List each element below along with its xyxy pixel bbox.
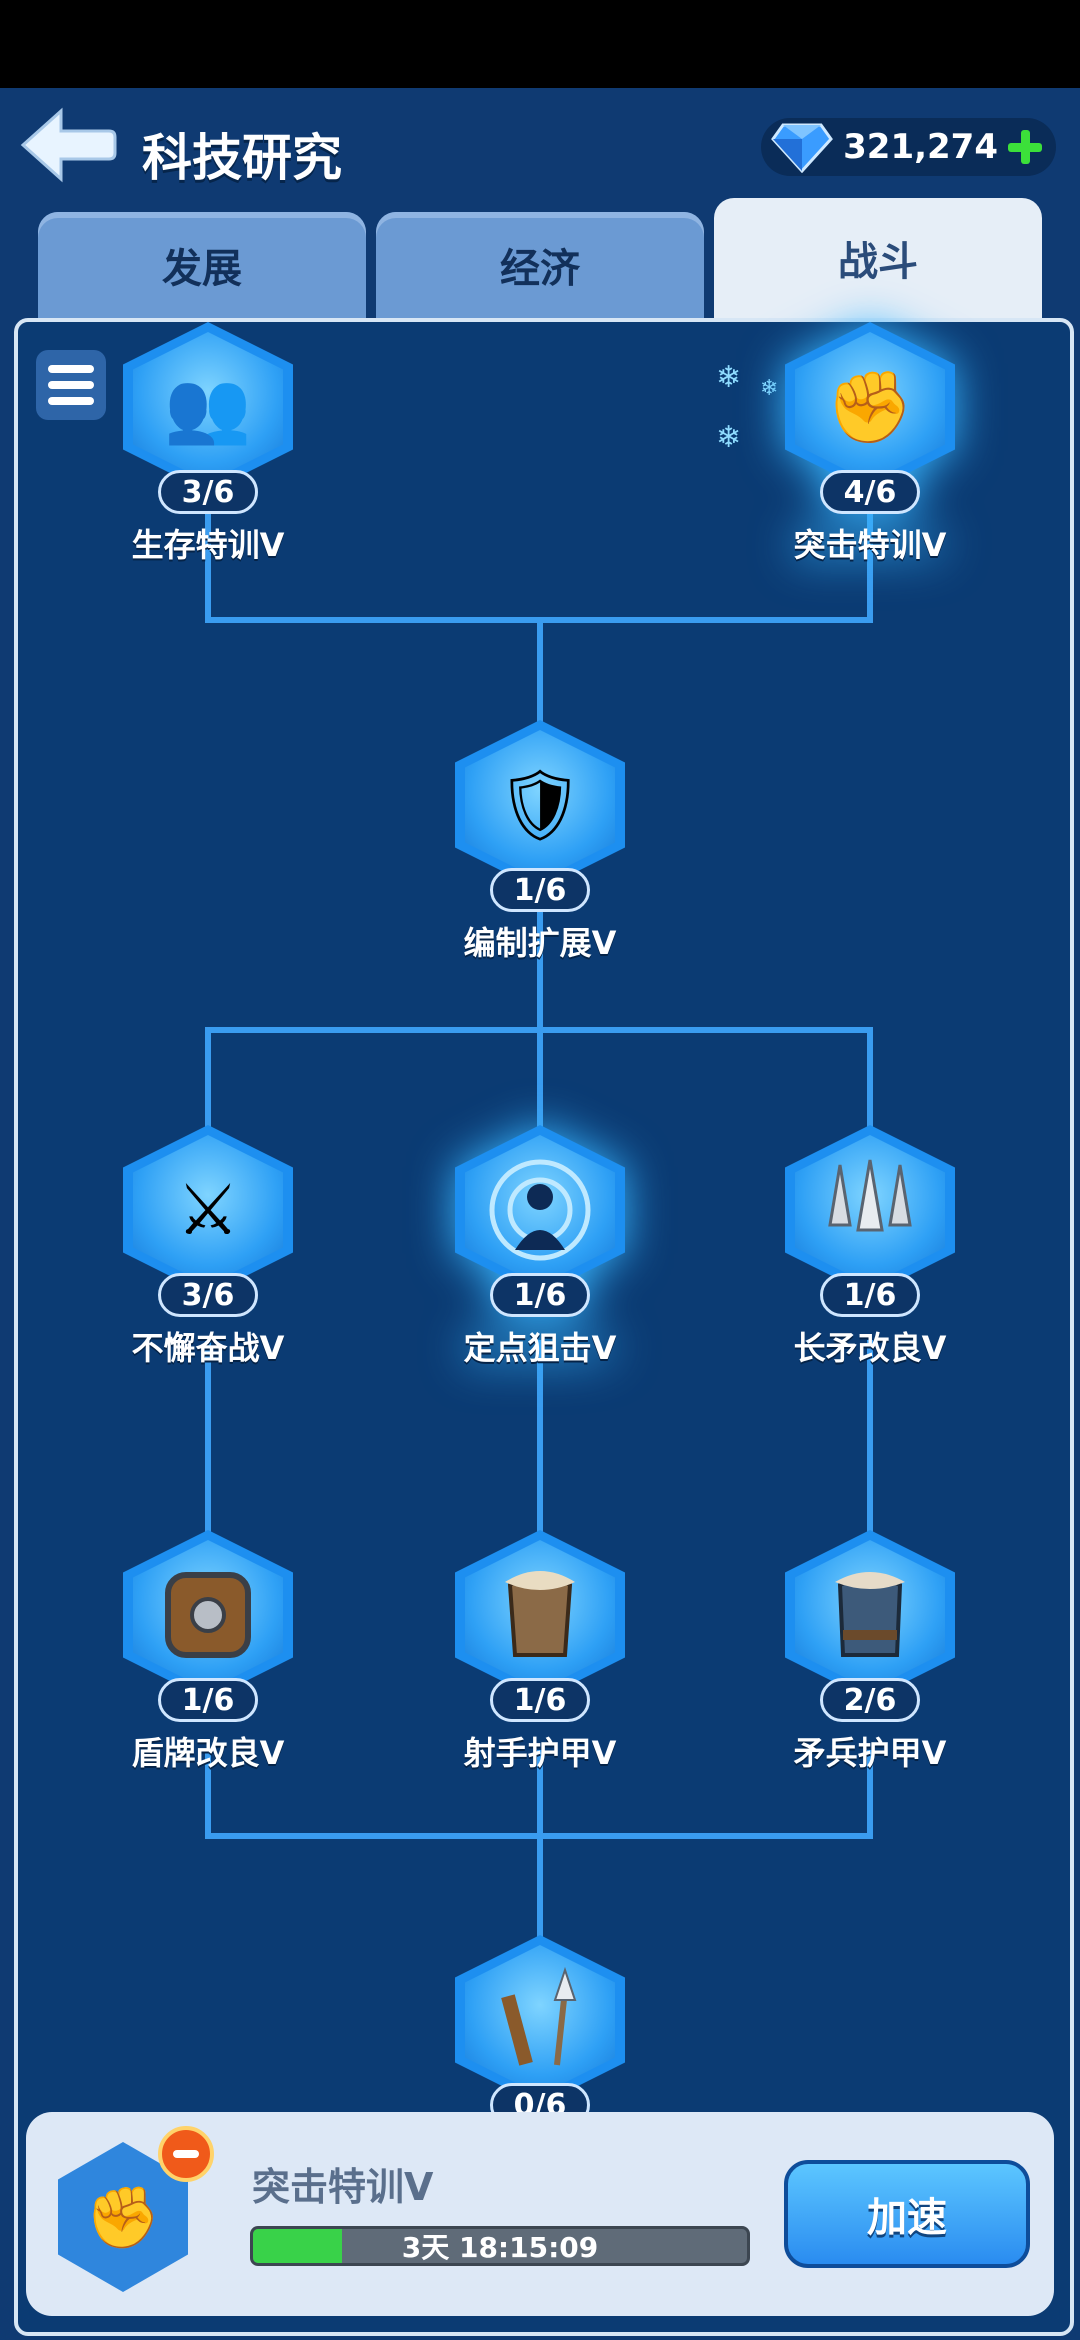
- shield-icon: [133, 1540, 283, 1690]
- node-label: 生存特训V: [131, 526, 285, 564]
- node-progress: 1/6: [490, 868, 590, 912]
- snowflake-icon: ❄: [716, 360, 742, 395]
- node-label: 不懈奋战V: [131, 1329, 285, 1367]
- progress-fill: [253, 2229, 342, 2263]
- tech-node-assault-training[interactable]: ✊ 4/6 突击特训V: [785, 322, 955, 564]
- back-arrow-icon: [20, 107, 117, 183]
- tab-development[interactable]: 发展: [38, 212, 366, 318]
- target-icon: [465, 1135, 615, 1285]
- research-name: 突击特训V: [252, 2165, 434, 2209]
- weapons-icon: [465, 1945, 615, 2095]
- tech-node-formation-expansion[interactable]: 🛡 1/6 编制扩展V: [455, 720, 625, 962]
- node-progress: 1/6: [490, 1678, 590, 1722]
- list-menu-button[interactable]: [36, 350, 106, 420]
- warriors-icon: ⚔: [133, 1135, 283, 1285]
- node-label: 编制扩展V: [463, 924, 617, 962]
- node-label: 长矛改良V: [793, 1329, 947, 1367]
- tech-node-spearman-armor[interactable]: 2/6 矛兵护甲V: [785, 1530, 955, 1772]
- soldiers-icon: 👥: [133, 332, 283, 482]
- speed-up-button[interactable]: 加速: [784, 2160, 1030, 2268]
- tab-economy[interactable]: 经济: [376, 212, 704, 318]
- snowflake-icon: ❄: [716, 420, 742, 455]
- spearheads-icon: [795, 1135, 945, 1285]
- back-button[interactable]: [12, 100, 122, 190]
- page-title: 科技研究: [142, 129, 342, 187]
- archer-armor-icon: [465, 1540, 615, 1690]
- tab-combat[interactable]: 战斗: [714, 198, 1042, 318]
- fist-icon: ✊: [795, 332, 945, 482]
- node-progress: 4/6: [820, 470, 920, 514]
- tech-node-relentless-combat[interactable]: ⚔ 3/6 不懈奋战V: [123, 1125, 293, 1367]
- node-label: 射手护甲V: [463, 1734, 617, 1772]
- node-label: 盾牌改良V: [131, 1734, 285, 1772]
- node-label: 突击特训V: [793, 526, 947, 564]
- status-bar: [0, 0, 1080, 88]
- tech-node-archer-armor[interactable]: 1/6 射手护甲V: [455, 1530, 625, 1772]
- add-gems-icon[interactable]: [1008, 130, 1042, 164]
- node-progress: 2/6: [820, 1678, 920, 1722]
- gem-amount: 321,274: [843, 127, 998, 167]
- diamond-icon: [771, 123, 834, 173]
- tech-node-weapons[interactable]: 0/6: [455, 1935, 625, 2165]
- node-label: 定点狙击V: [463, 1329, 617, 1367]
- node-progress: 3/6: [158, 470, 258, 514]
- node-progress: 3/6: [158, 1273, 258, 1317]
- tech-node-shield-upgrade[interactable]: 1/6 盾牌改良V: [123, 1530, 293, 1772]
- gem-counter: 321,274: [761, 118, 1056, 176]
- node-label: 矛兵护甲V: [793, 1734, 947, 1772]
- snowflake-icon: ❄: [760, 376, 779, 401]
- cancel-research-icon[interactable]: [158, 2126, 214, 2182]
- tech-node-survival-training[interactable]: 👥 3/6 生存特训V: [123, 322, 293, 564]
- research-progress-bar: 3天 18:15:09: [250, 2226, 750, 2266]
- research-time-left: 3天 18:15:09: [401, 2231, 599, 2264]
- tech-node-precision-sniping[interactable]: 1/6 定点狙击V: [455, 1125, 625, 1367]
- army-icon: 🛡: [465, 730, 615, 880]
- node-progress: 1/6: [490, 1273, 590, 1317]
- node-progress: 1/6: [158, 1678, 258, 1722]
- tech-node-spear-upgrade[interactable]: 1/6 长矛改良V: [785, 1125, 955, 1367]
- node-progress: 1/6: [820, 1273, 920, 1317]
- spear-armor-icon: [795, 1540, 945, 1690]
